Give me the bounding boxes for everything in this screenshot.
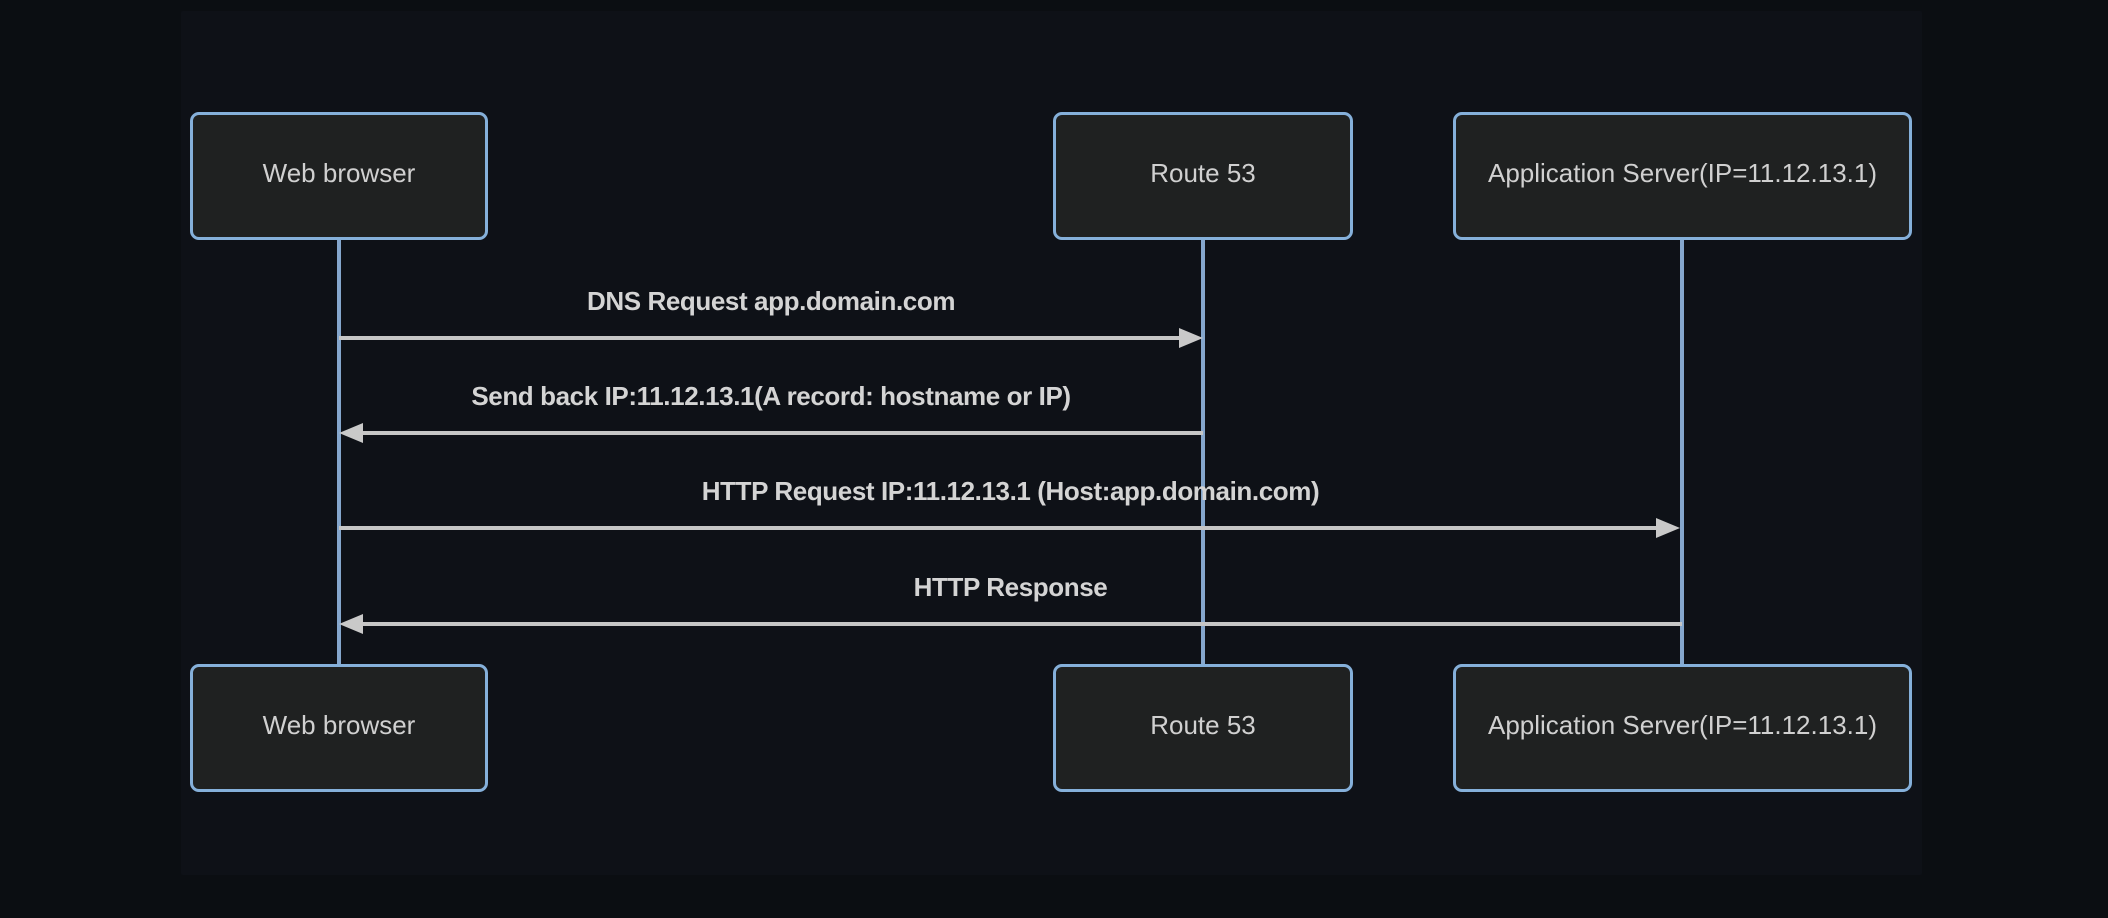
actor-label: Route 53 — [1150, 710, 1256, 740]
arrowhead-right-icon — [1179, 328, 1203, 348]
message-line-send-back-ip — [361, 431, 1203, 435]
message-label-send-back-ip: Send back IP:11.12.13.1(A record: hostna… — [471, 381, 1071, 411]
message-label-http-request: HTTP Request IP:11.12.13.1 (Host:app.dom… — [701, 476, 1320, 506]
message-label-http-response: HTTP Response — [913, 572, 1108, 602]
lifeline-app-server — [1680, 240, 1684, 664]
actor-label: Application Server(IP=11.12.13.1) — [1487, 158, 1878, 188]
actor-box-web-browser-top: Web browser — [190, 112, 488, 240]
actor-label: Web browser — [262, 710, 416, 740]
actor-box-app-server-top: Application Server(IP=11.12.13.1) — [1453, 112, 1912, 240]
message-label-dns-request: DNS Request app.domain.com — [586, 286, 956, 316]
message-line-http-response — [363, 622, 1682, 626]
arrowhead-left-icon — [339, 423, 363, 443]
actor-label: Route 53 — [1150, 158, 1256, 188]
arrowhead-left-icon — [339, 614, 363, 634]
lifeline-web-browser — [337, 240, 341, 664]
actor-label: Web browser — [262, 158, 416, 188]
message-line-http-request — [339, 526, 1658, 530]
actor-box-route53-bottom: Route 53 — [1053, 664, 1353, 792]
actor-box-web-browser-bottom: Web browser — [190, 664, 488, 792]
message-line-dns-request — [339, 336, 1181, 340]
actor-label: Application Server(IP=11.12.13.1) — [1487, 710, 1878, 740]
actor-box-app-server-bottom: Application Server(IP=11.12.13.1) — [1453, 664, 1912, 792]
arrowhead-right-icon — [1656, 518, 1680, 538]
actor-box-route53-top: Route 53 — [1053, 112, 1353, 240]
lifeline-route53 — [1201, 240, 1205, 664]
